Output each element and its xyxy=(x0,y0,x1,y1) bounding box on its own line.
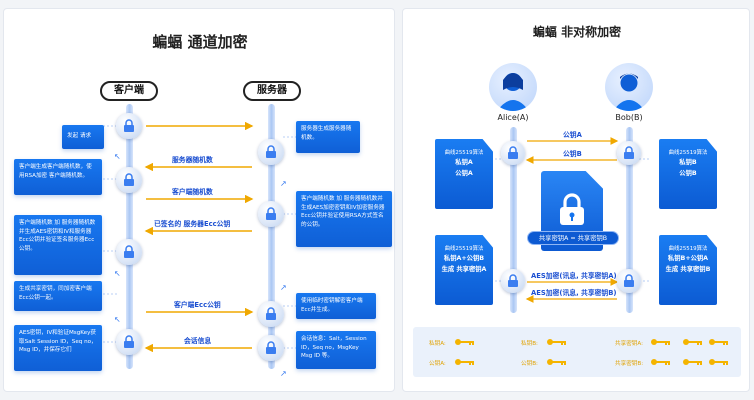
arrow-label-aes-a: AES加密(讯息, 共享密钥A) xyxy=(531,272,617,280)
card-line-1: 私钥B+公钥A xyxy=(667,255,709,263)
key-icon xyxy=(683,359,702,365)
arrow-label-server-random: 服务器随机数 xyxy=(172,156,213,164)
alice-shared-card: 曲线25519算法 私钥A+公钥B 生成 共享密钥A xyxy=(435,235,493,305)
lock-icon xyxy=(617,269,641,293)
client-label: 客户端 xyxy=(100,81,158,101)
key-icon xyxy=(547,359,566,365)
key-icon xyxy=(709,359,728,365)
arrow-label-public-a: 公钥A xyxy=(563,131,582,139)
client-step-request: 发起 请求 xyxy=(62,125,104,149)
side-arrow-icon: ↖ xyxy=(114,315,121,324)
legend-keys-layer xyxy=(455,339,728,365)
card-line-2: 公钥A xyxy=(455,169,473,177)
lock-icon xyxy=(617,141,641,165)
card-algorithm: 曲线25519算法 xyxy=(444,150,484,156)
key-legend xyxy=(413,327,741,377)
key-icon xyxy=(683,339,702,345)
key-icon xyxy=(547,339,566,345)
lock-icon xyxy=(501,141,525,165)
channel-encryption-panel: 蝙蝠 通道加密 客户端 服务器 服务器随机数 客户端随机数 xyxy=(3,8,395,392)
card-line-2: 生成 共享密钥B xyxy=(665,265,711,273)
card-line-2: 生成 共享密钥A xyxy=(441,265,487,273)
legend-private-b: 私钥B: xyxy=(521,341,538,347)
arrows-layer xyxy=(99,121,301,353)
legend-shared-b: 共享密钥B: xyxy=(615,361,644,367)
key-icon xyxy=(709,339,728,345)
alice-rail xyxy=(510,127,517,313)
client-rail xyxy=(126,104,133,369)
alice-name: Alice(A) xyxy=(497,113,529,122)
side-arrow-icon: ↗ xyxy=(280,369,287,378)
shared-key-equation: 共享密钥A = 共享密钥B xyxy=(527,231,619,245)
arrow-label-client-ecc: 客户端Ecc公钥 xyxy=(174,301,221,309)
legend-public-b: 公钥B: xyxy=(521,361,538,367)
key-icon xyxy=(455,339,474,345)
server-step-random: 服务器生成服务器随机数。 xyxy=(296,121,360,153)
side-arrow-icon: ↖ xyxy=(114,269,121,278)
asym-title: 蝙蝠 非对称加密 xyxy=(532,25,622,39)
lock-icon xyxy=(116,167,142,193)
lock-icon xyxy=(258,139,284,165)
server-label: 服务器 xyxy=(243,81,301,101)
side-arrow-icon: ↗ xyxy=(280,179,287,188)
side-arrow-icon: ↗ xyxy=(280,283,287,292)
server-step-decrypt: 使用临时密钥解密客户端Ecc并生成。 xyxy=(296,293,376,319)
arrow-label-client-random: 客户端随机数 xyxy=(172,188,213,196)
lock-icon xyxy=(258,335,284,361)
bob-key-card: 曲线25519算法 私钥B 公钥B xyxy=(659,139,717,209)
arrow-label-public-b: 公钥B xyxy=(563,150,582,158)
client-step-verify: 客户端随机数 加 服务器随机数并生成AES密钥和IV和服务器Ecc公钥并验证签名… xyxy=(14,215,102,275)
bob-name: Bob(B) xyxy=(615,113,643,122)
lock-icon xyxy=(116,329,142,355)
arrow-label-session: 会话信息 xyxy=(184,337,212,345)
card-line-2: 公钥B xyxy=(679,169,697,177)
server-rail xyxy=(268,104,275,369)
client-step-session: AES密钥，IV和验证MsgKey获取Salt Session ID，Seq n… xyxy=(14,325,102,371)
card-line-1: 私钥B xyxy=(679,159,697,167)
lock-icon xyxy=(501,269,525,293)
key-icon xyxy=(455,359,474,365)
server-step-sign: 客户端随机数 加 服务器随机数并生成AES加密密钥和IV加密服务器Ecc公钥并验… xyxy=(296,191,392,247)
key-icon xyxy=(651,339,670,345)
legend-public-a: 公钥A: xyxy=(429,361,446,367)
lock-icon xyxy=(258,201,284,227)
asymmetric-encryption-panel: 蝙蝠 非对称加密 Alice(A) Bob(B) 公钥A 公钥B AES加密(讯… xyxy=(402,8,750,392)
card-line-1: 私钥A+公钥B xyxy=(443,255,485,263)
bob-rail xyxy=(626,127,633,313)
card-algorithm: 曲线25519算法 xyxy=(444,246,484,252)
alice-key-card: 曲线25519算法 私钥A 公钥A xyxy=(435,139,493,209)
arrow-label-signed-ecc: 已签名的 服务器Ecc公钥 xyxy=(154,220,231,228)
channel-title: 蝙蝠 通道加密 xyxy=(152,33,248,51)
legend-private-a: 私钥A: xyxy=(429,341,446,347)
lock-icon xyxy=(258,301,284,327)
arrow-label-aes-b: AES加密(讯息, 共享密钥B) xyxy=(531,289,617,297)
side-arrow-icon: ↖ xyxy=(114,152,121,161)
bob-avatar xyxy=(605,63,653,111)
bob-shared-card: 曲线25519算法 私钥B+公钥A 生成 共享密钥B xyxy=(659,235,717,305)
key-icon xyxy=(651,359,670,365)
alice-avatar xyxy=(489,63,537,111)
card-algorithm: 曲线25519算法 xyxy=(668,246,708,252)
lock-icon xyxy=(116,113,142,139)
card-algorithm: 曲线25519算法 xyxy=(668,150,708,156)
server-step-session: 会话信息：Salt，Session ID，Seq no，MsgKey Msg I… xyxy=(296,331,376,369)
big-lock-icon xyxy=(560,193,584,225)
card-line-1: 私钥A xyxy=(455,159,473,167)
lock-icon xyxy=(116,239,142,265)
client-step-shared-key: 生成共享密钥，同加密客户端Ecc公钥一起。 xyxy=(14,281,102,311)
legend-shared-a: 共享密钥A: xyxy=(615,341,643,347)
client-step-random: 客户端生成客户端随机数，使用RSA加密 客户端随机数。 xyxy=(14,159,102,195)
